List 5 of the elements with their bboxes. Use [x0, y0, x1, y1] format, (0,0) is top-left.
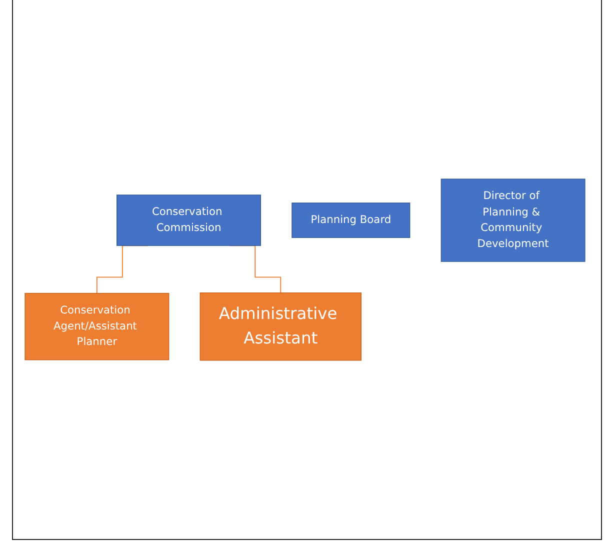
node-box: Conservation Agent/Assistant Planner	[24, 293, 170, 361]
node-box: Director of Planning & Community Development	[440, 179, 586, 262]
node-box: Planning Board	[292, 202, 410, 238]
node-box: Administrative Assistant	[200, 292, 362, 361]
node-box: Conservation Commission	[116, 194, 261, 246]
